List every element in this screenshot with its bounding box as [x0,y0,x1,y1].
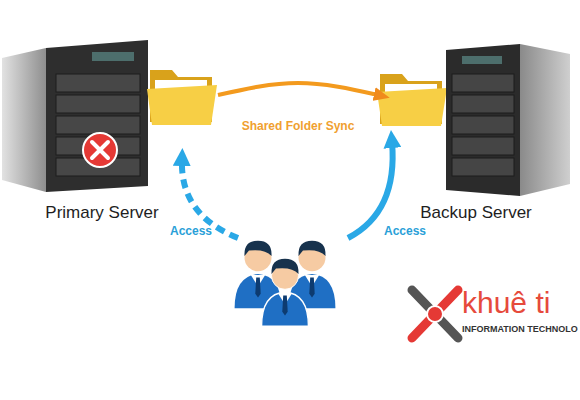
folder-front [377,88,447,126]
folder-front [147,85,217,125]
logo-stroke [412,290,458,338]
user-body [262,292,309,326]
user-tie [282,296,287,316]
drive-bay [56,95,140,113]
drive-bay [452,95,514,113]
drive-bay [452,137,514,155]
failure-cross [92,142,108,158]
access-label: Access [384,224,426,238]
user-hair [244,241,271,256]
server-side [2,48,46,192]
drive-bay [452,158,514,176]
user-tie [309,278,314,298]
access-arrow [348,142,393,238]
user-hair [298,241,325,256]
logo-dot [427,306,443,322]
drive-bay [56,74,140,92]
server-front [46,40,148,192]
drive-bay [452,74,514,92]
server-display [462,56,502,64]
server-side [520,44,570,196]
edge-label: Shared Folder Sync [242,119,355,133]
server-front [446,44,520,196]
logo-stroke [412,290,458,338]
failure-icon [83,133,117,167]
drive-bay [452,116,514,134]
server-display [92,52,134,61]
server-label: Primary Server [4,203,200,223]
logo-subtitle: INFORMATION TECHNOLO [462,324,578,334]
drive-bay [56,116,140,134]
server-label: Backup Server [378,203,574,223]
logo-text: khuê ti [462,286,550,320]
server-node: Primary Server [4,38,218,228]
user-icon [262,259,309,327]
server-node: Backup Server [378,38,574,228]
sync-arrow [218,83,378,95]
user-hair [271,259,298,274]
access-label: Access [170,224,212,238]
user-tie [255,278,260,298]
